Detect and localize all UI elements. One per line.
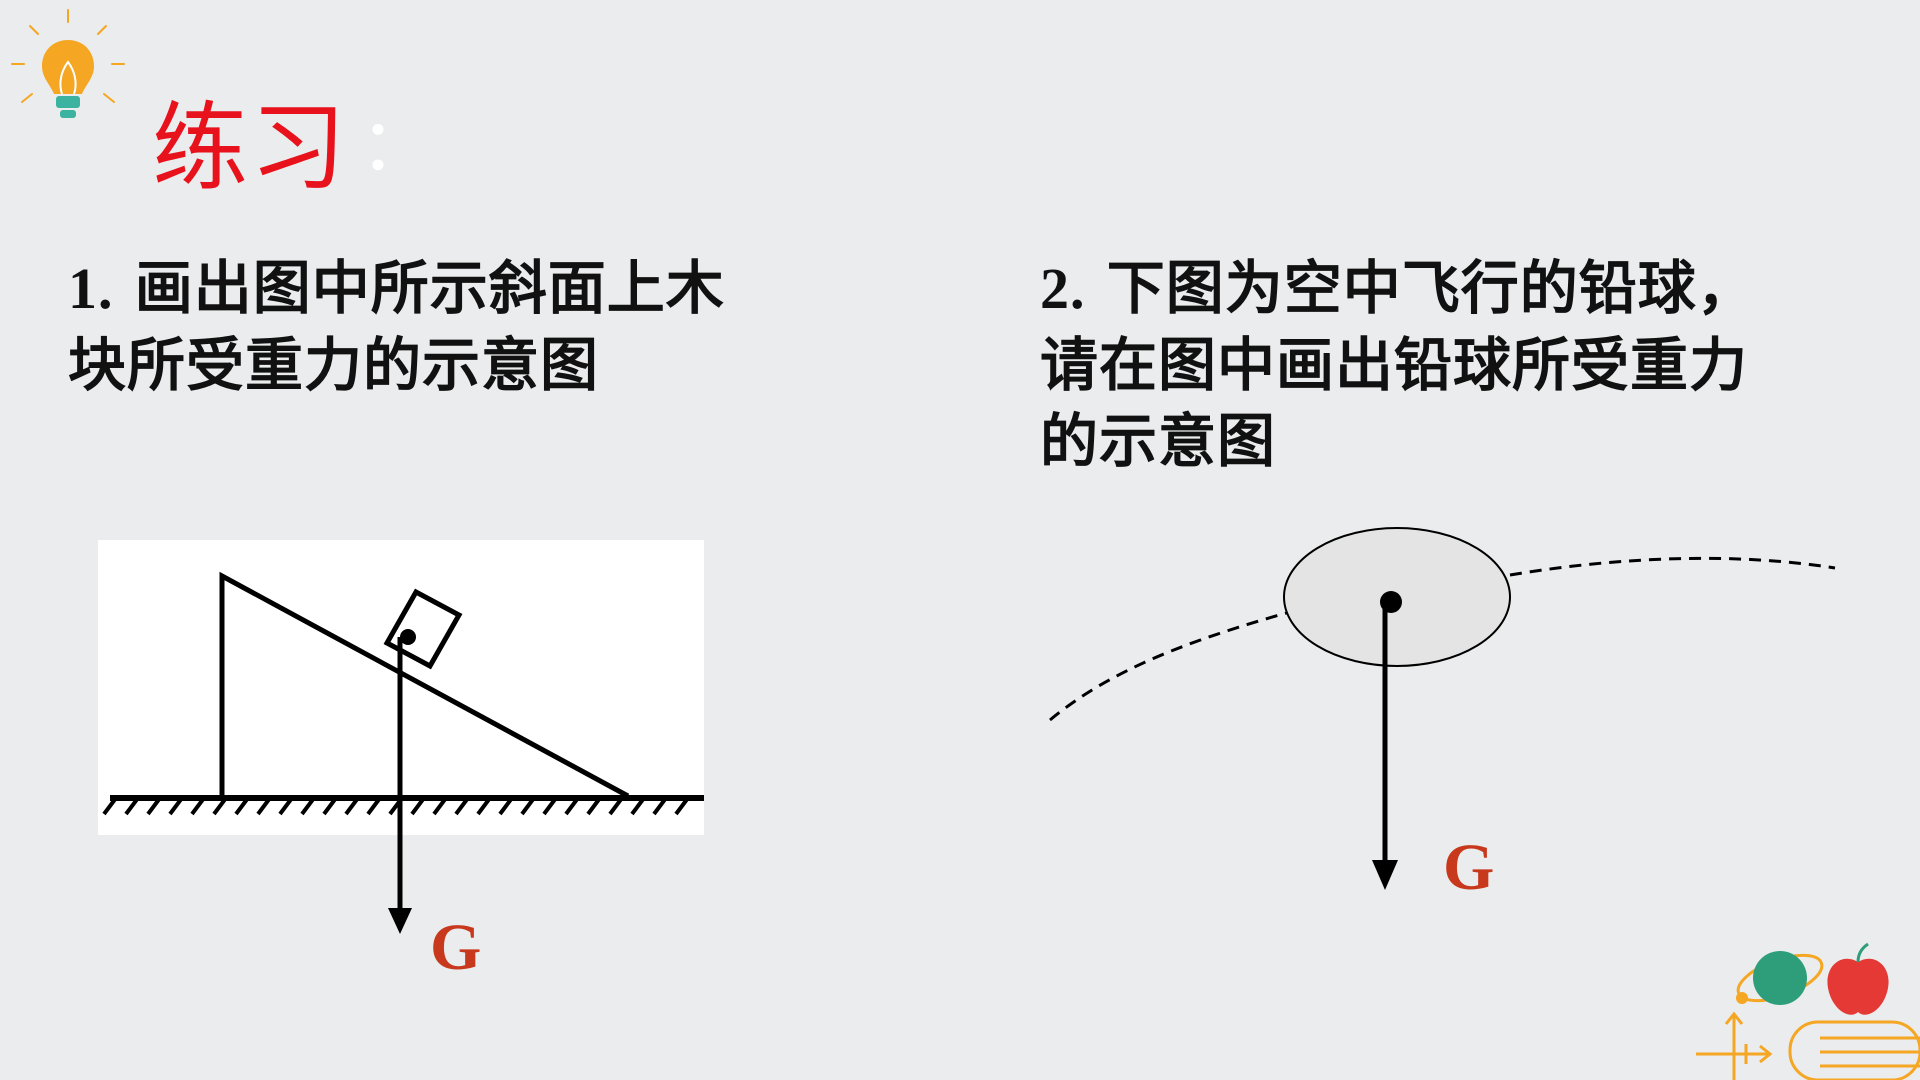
question-2-line-1: 下图为空中飞行的铅球， (1106, 254, 1756, 322)
question-2-line-3: 的示意图 (1040, 407, 1277, 475)
question-1-line-2: 块所受重力的示意图 (68, 331, 600, 399)
incline-slope (219, 571, 630, 799)
trajectory-left (1049, 610, 1291, 722)
question-1-number: 1. (68, 256, 114, 321)
trajectory-right (1509, 556, 1836, 577)
question-2-number: 2. (1040, 256, 1086, 321)
gravity-label-1: G (430, 911, 482, 984)
question-2-line-2: 请在图中画出铅球所受重力 (1040, 331, 1749, 399)
gravity-label-2: G (1443, 831, 1495, 904)
question-1-line-1: 画出图中所示斜面上木 (134, 254, 725, 322)
lightbulb-icon (11, 9, 125, 118)
gravity-arrowhead-2 (1372, 860, 1398, 890)
wooden-block (383, 588, 463, 670)
incline-diagram (98, 540, 704, 934)
ground-hatching (102, 796, 690, 816)
gravity-arrowhead-1 (388, 908, 412, 934)
slide-title: 练习 (152, 92, 348, 204)
title-colon: ： (360, 103, 433, 187)
planet-apple-books-icon (1696, 942, 1920, 1080)
block-center-dot (400, 629, 416, 645)
question-2: 2. 下图为空中飞行的铅球， 请在图中画出铅球所受重力 的示意图 (1040, 250, 1860, 479)
question-1: 1. 画出图中所示斜面上木 块所受重力的示意图 (68, 250, 788, 403)
shot-put-diagram (1049, 527, 1836, 890)
